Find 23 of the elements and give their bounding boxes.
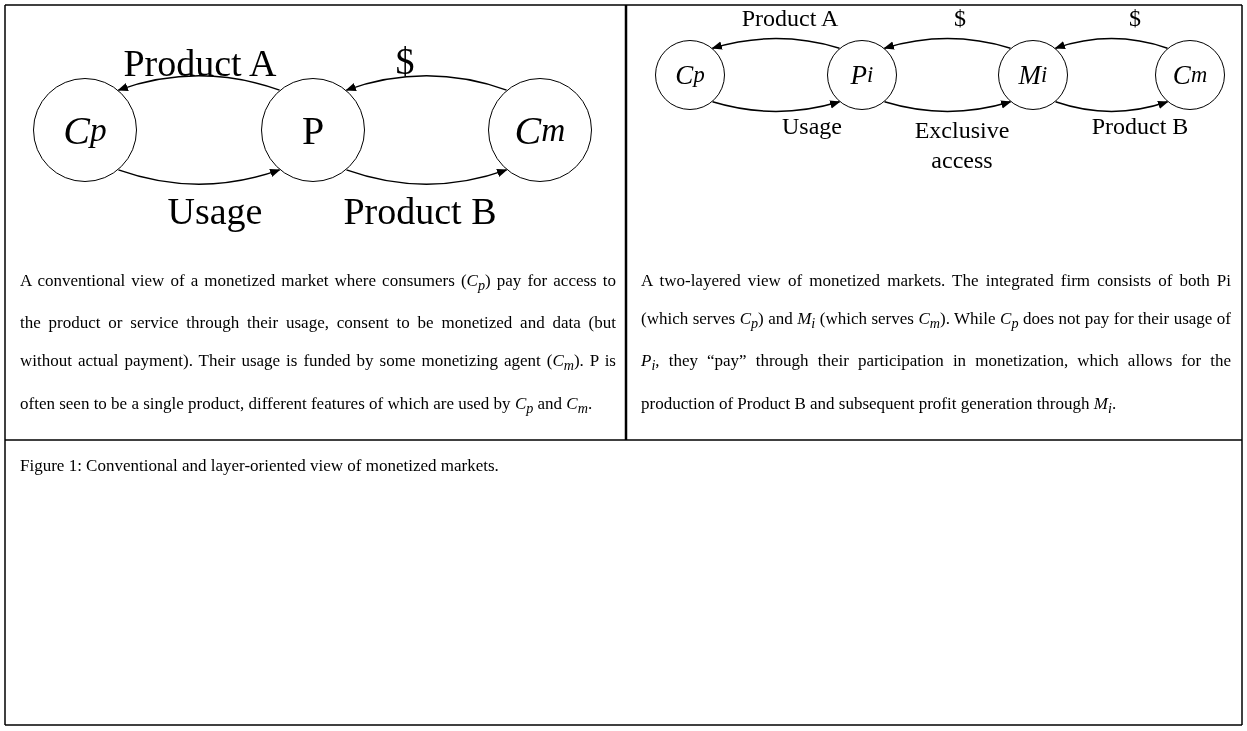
edge-label: Product B xyxy=(1091,112,1189,141)
edge-label: Usage xyxy=(167,189,263,235)
description-paragraph: A conventional view of a monetized market where consumers (C$_{p}$) pay for access to the product or service through their usage, consent to be monetized and data (but without actual payment). Their usage is funded by some monetizing agent (C$_{m}$). P is often seen to be a single product, different features of which are used by C$_{p}$ and C$_{m}$. xyxy=(20,270,616,419)
edge-label: Product B xyxy=(343,189,497,235)
arrow xyxy=(1054,37,1169,50)
arrow xyxy=(117,75,281,92)
arrow xyxy=(345,75,508,92)
description-paragraph: A two-layered view of monetized markets. The integrated firm consists of both Pi (which serves C$_{p}$) and M$_{i}$ (which serves C$_{m}$). While C$_{p}$ does not pay for their usage of P$_{i}$, they “pay” through their participation in monetization, which allows for the production of Product B and subsequent profit generation through M$_{i}$. xyxy=(641,270,1231,419)
arrow xyxy=(1054,100,1169,113)
edge-label: $ xyxy=(954,4,966,33)
arrow xyxy=(883,100,1012,113)
edge-label: Product A xyxy=(741,4,839,33)
figure-caption: Figure 1: Conventional and layer-oriented view of monetized markets. xyxy=(20,455,499,477)
arrow xyxy=(711,100,841,113)
arrow xyxy=(345,168,508,185)
edge-label: Usage xyxy=(782,112,842,141)
arrow xyxy=(883,37,1012,50)
arrow xyxy=(711,37,841,50)
circle-node: P xyxy=(261,78,365,182)
edge-label: Exclusive access xyxy=(913,116,1011,175)
arrow xyxy=(117,168,281,185)
edge-label: $ xyxy=(1129,4,1141,33)
edge-label: $ xyxy=(395,39,415,85)
